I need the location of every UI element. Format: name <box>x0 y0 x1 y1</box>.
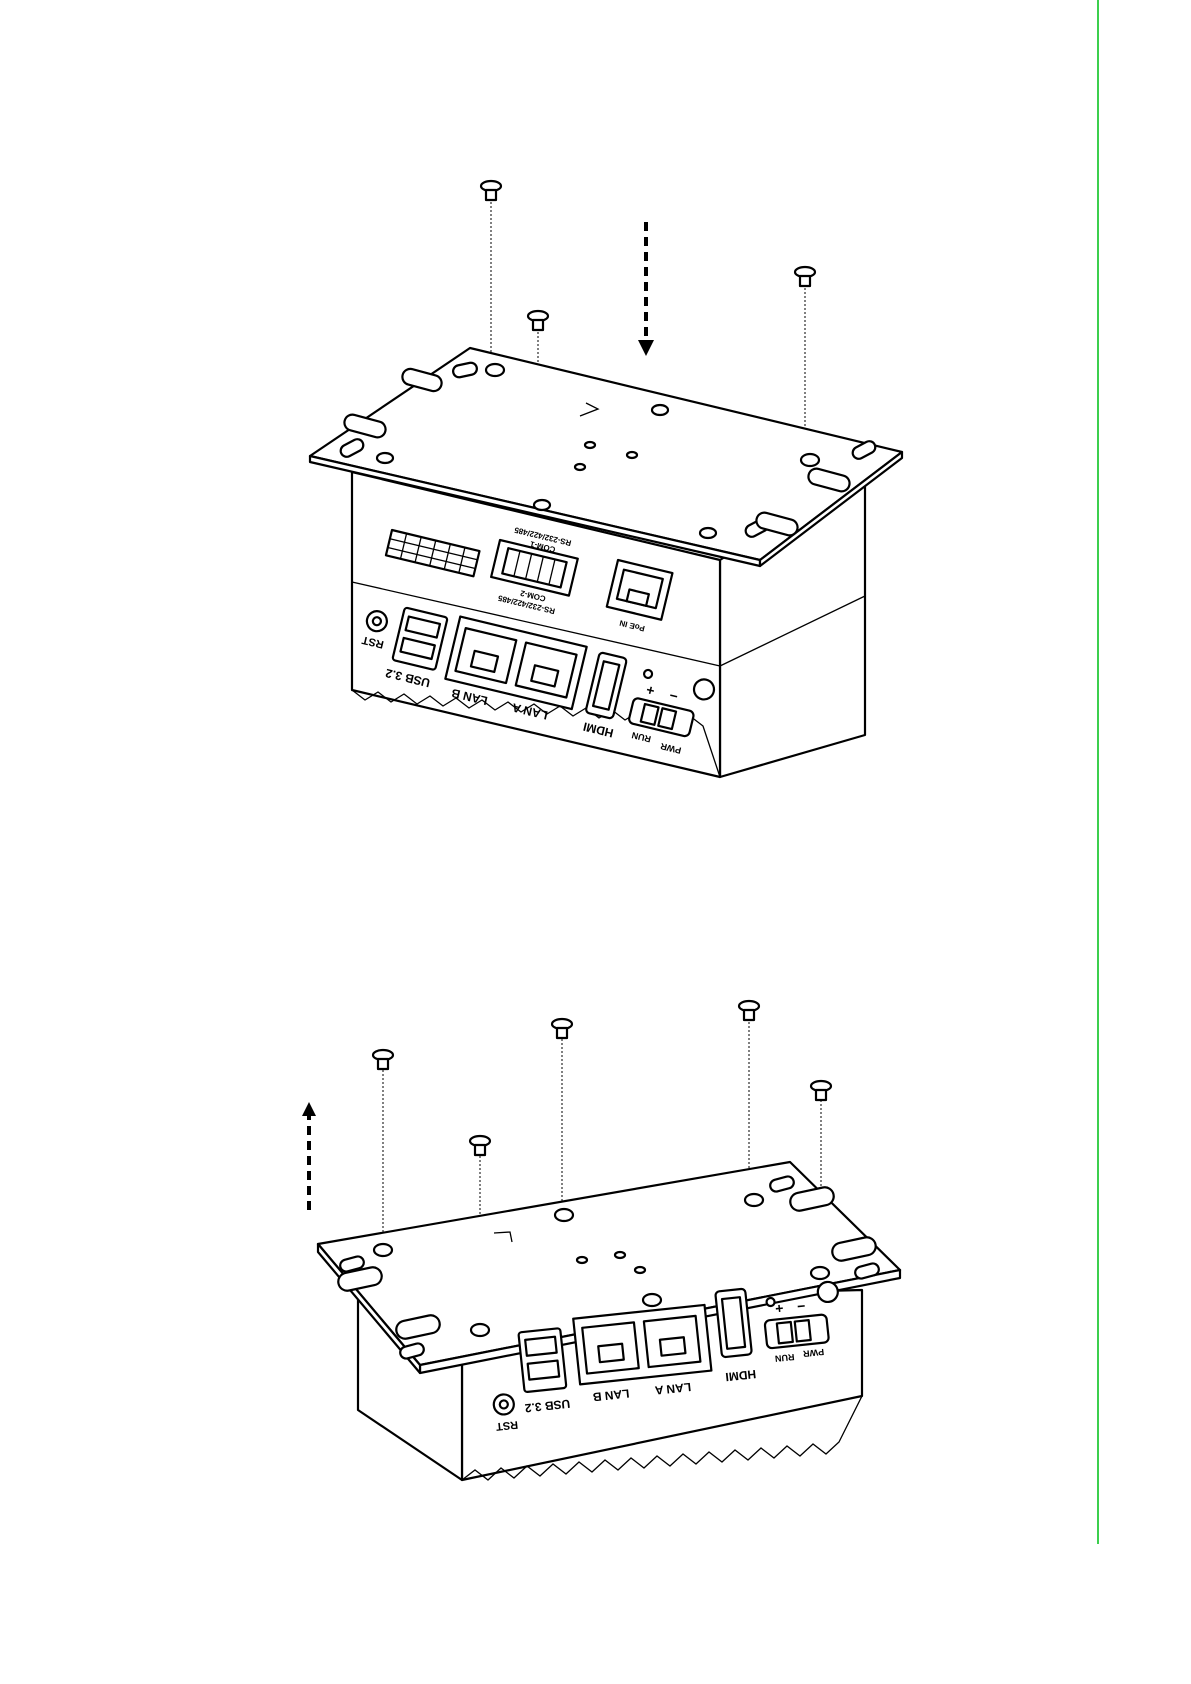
screw-icon <box>739 1001 759 1186</box>
svg-text:−: − <box>796 1297 806 1314</box>
screw-icon <box>373 1050 393 1240</box>
screw-icon <box>552 1019 572 1206</box>
svg-text:+: + <box>774 1300 784 1317</box>
up-arrow-icon <box>302 1102 316 1210</box>
svg-text:RST: RST <box>495 1418 518 1432</box>
svg-text:RUN: RUN <box>775 1352 795 1364</box>
